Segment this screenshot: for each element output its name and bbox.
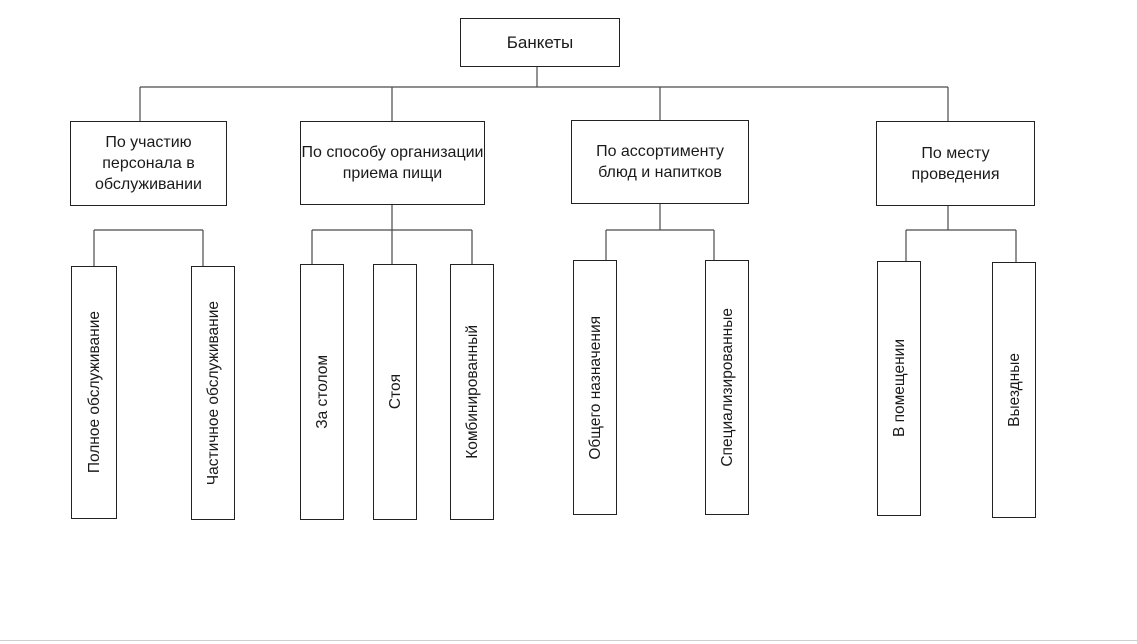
leaf-node-label: Полное обслуживание: [85, 311, 103, 474]
category-node-staff-participation: По участию персонала в обслуживании: [70, 121, 227, 206]
leaf-node-full-service: Полное обслуживание: [71, 266, 117, 519]
leaf-node-label: Специализированные: [718, 308, 736, 467]
leaf-node-label: Выездные: [1005, 353, 1023, 427]
category-node-menu-assortment: По ассортименту блюд и напитков: [571, 120, 749, 204]
category-node-label: По способу организации приема пищи: [301, 144, 484, 182]
category-node-label: По ассортименту блюд и напитков: [596, 143, 724, 181]
leaf-node-indoor: В помещении: [877, 261, 921, 516]
leaf-node-standing: Стоя: [373, 264, 417, 520]
category-node-meal-organization: По способу организации приема пищи: [300, 121, 485, 205]
leaf-node-label: За столом: [313, 355, 331, 429]
leaf-node-label: Комбинированный: [463, 325, 481, 459]
root-node-label: Банкеты: [506, 33, 574, 52]
root-node: Банкеты: [460, 18, 620, 67]
leaf-node-label: Общего назначения: [586, 315, 604, 460]
category-node-label: По месту проведения: [911, 144, 1000, 183]
leaf-node-seated: За столом: [300, 264, 344, 520]
leaf-node-specialized: Специализированные: [705, 260, 749, 515]
leaf-node-label: Стоя: [386, 374, 404, 410]
leaf-node-general-purpose: Общего назначения: [573, 260, 617, 515]
category-node-label: По участию персонала в обслуживании: [95, 134, 202, 193]
leaf-node-combined: Комбинированный: [450, 264, 494, 520]
leaf-node-label: В помещении: [890, 339, 908, 438]
leaf-node-offsite: Выездные: [992, 262, 1036, 518]
leaf-node-partial-service: Частичное обслуживание: [191, 266, 235, 520]
category-node-venue: По месту проведения: [876, 121, 1035, 206]
leaf-node-label: Частичное обслуживание: [204, 300, 222, 486]
bottom-divider: [0, 640, 1137, 641]
